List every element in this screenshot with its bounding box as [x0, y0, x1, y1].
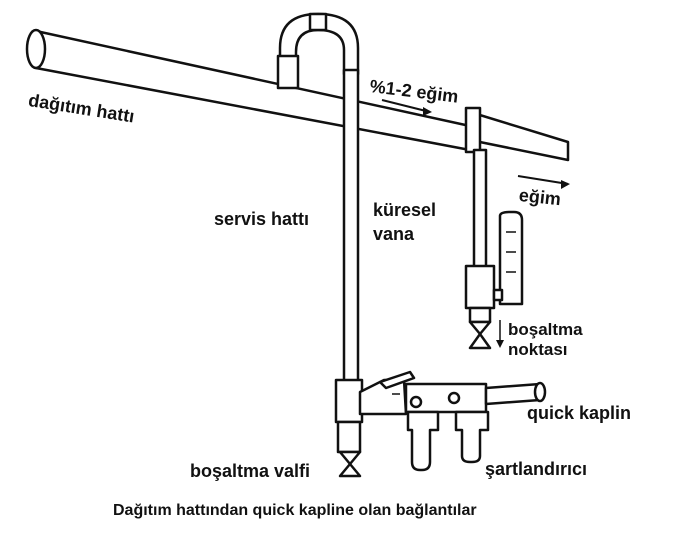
ball-valve-label: küresel vana — [373, 200, 437, 244]
service-line-label: servis hattı — [214, 209, 310, 229]
quick-coupling-label: quick kaplin — [527, 403, 632, 423]
drain-point-label: boşaltma noktası — [508, 320, 583, 359]
drain-point-icon — [468, 320, 492, 350]
branch-drop-pipe — [464, 148, 496, 324]
slope-branch-label: eğim — [518, 185, 562, 210]
drain-arrow — [496, 320, 504, 348]
frl-unit — [358, 370, 547, 472]
drain-valve-label: boşaltma valfi — [190, 461, 311, 481]
gooseneck-fitting — [276, 12, 360, 90]
ball-valve — [492, 210, 524, 306]
service-line-pipe — [334, 68, 364, 454]
main-distribution-pipe — [25, 28, 472, 152]
branch-tee — [464, 106, 570, 162]
diagram-caption: Dağıtım hattından quick kapline olan bağ… — [113, 502, 477, 519]
conditioner-label: şartlandırıcı — [485, 459, 588, 479]
slope-arrow-branch — [517, 175, 570, 189]
drain-valve-icon — [338, 450, 362, 478]
slope-arrow-main — [381, 99, 432, 116]
